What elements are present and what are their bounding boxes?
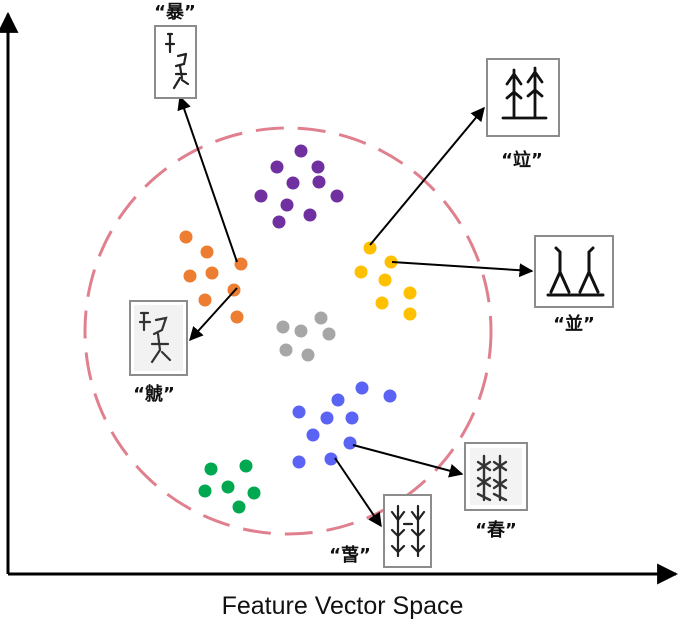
purple-cluster-dot <box>270 160 284 174</box>
orange-cluster-dot <box>230 310 244 324</box>
yellow-cluster-dot <box>403 286 417 300</box>
green-cluster-dot <box>247 486 261 500</box>
purple-cluster-dot <box>272 215 286 229</box>
label-bao: “暴” <box>154 2 196 23</box>
yellow-cluster-dot <box>354 265 368 279</box>
purple-cluster-dot <box>312 175 326 189</box>
arrow-to-hu <box>189 287 238 342</box>
label-hu: “虩” <box>133 383 175 405</box>
green-cluster-dot <box>221 480 235 494</box>
glyph-card-chun2: “萅” <box>329 494 432 568</box>
axis-caption: Feature Vector Space <box>221 592 464 620</box>
blue-cluster-dot <box>343 436 357 450</box>
blue-cluster-dot <box>292 405 306 419</box>
purple-cluster-dot <box>294 144 308 158</box>
arrow-to-li <box>369 106 485 246</box>
yellow-cluster-dot <box>375 296 389 310</box>
arrow-to-bing <box>391 261 534 278</box>
orange-cluster-dot <box>183 269 197 283</box>
blue-cluster-dot <box>324 452 338 466</box>
purple-cluster-dot <box>280 198 294 212</box>
label-chun2: “萅” <box>329 545 371 566</box>
blue-cluster-dot <box>306 428 320 442</box>
blue-cluster-dot <box>383 389 397 403</box>
yellow-cluster-dot <box>363 241 377 255</box>
yellow-cluster-dot <box>378 273 392 287</box>
gray-cluster-dot <box>314 311 328 325</box>
green-cluster-dot <box>232 500 246 514</box>
label-li: “竝” <box>501 149 543 171</box>
glyph-card-hu: “虩” <box>129 300 188 405</box>
arrow-to-chun2 <box>334 457 382 528</box>
glyph-card-bing: “並” <box>534 235 614 335</box>
cluster-boundary-circle <box>83 126 493 536</box>
oracle-glyph-li <box>501 66 548 120</box>
orange-cluster-dot <box>205 266 219 280</box>
orange-cluster-dot <box>179 230 193 244</box>
glyph-card-bao: “暴” <box>154 2 197 99</box>
orange-cluster-dot <box>200 245 214 259</box>
purple-cluster-dot <box>254 189 268 203</box>
yellow-cluster-dot <box>384 255 398 269</box>
oracle-glyph-hu <box>138 311 172 364</box>
green-cluster-dot <box>204 462 218 476</box>
gray-cluster-dot <box>294 324 308 338</box>
green-cluster-dot <box>239 459 253 473</box>
purple-cluster-dot <box>311 160 325 174</box>
oracle-glyph-bing <box>546 246 605 297</box>
purple-cluster-dot <box>330 189 344 203</box>
yellow-cluster-dot <box>403 307 417 321</box>
green-cluster-dot <box>198 484 212 498</box>
label-bing: “並” <box>553 313 595 335</box>
cluster-dots <box>179 144 417 514</box>
orange-cluster-dot <box>198 293 212 307</box>
oracle-glyph-chun2 <box>390 504 426 558</box>
blue-cluster-dot <box>292 455 306 469</box>
arrow-to-bao <box>177 95 238 263</box>
label-chun: “春” <box>475 519 517 541</box>
glyph-card-chun: “春” <box>464 442 528 541</box>
gray-cluster-dot <box>276 320 290 334</box>
gray-cluster-dot <box>322 327 336 341</box>
blue-cluster-dot <box>355 381 369 395</box>
purple-cluster-dot <box>286 176 300 190</box>
gray-cluster-dot <box>279 343 293 357</box>
glyph-card-li: “竝” <box>486 58 560 171</box>
blue-cluster-dot <box>320 411 334 425</box>
oracle-glyph-bao <box>164 32 190 90</box>
blue-cluster-dot <box>331 393 345 407</box>
oracle-glyph-chun <box>476 454 508 502</box>
purple-cluster-dot <box>303 208 317 222</box>
blue-cluster-dot <box>345 411 359 425</box>
orange-cluster-dot <box>234 257 248 271</box>
arrow-to-chun <box>352 444 464 478</box>
gray-cluster-dot <box>301 348 315 362</box>
